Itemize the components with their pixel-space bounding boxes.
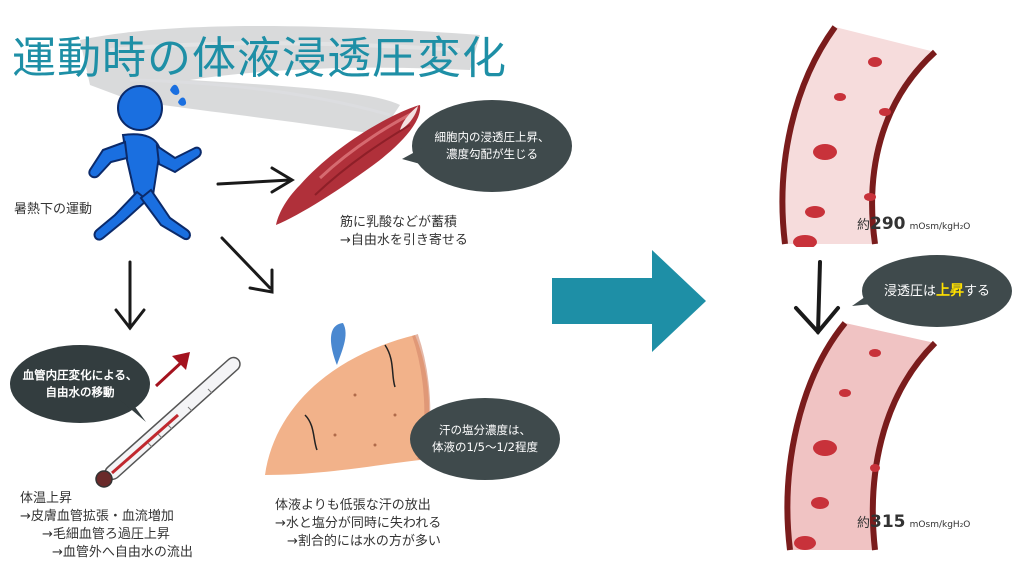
thermometer-bubble-tail	[120, 400, 146, 422]
skin-speech-bubble: 汗の塩分濃度は、体液の1/5〜1/2程度	[410, 398, 560, 480]
thermometer-caption: 体温上昇 →皮膚血管拡張・血流増加 →毛細血管ろ過圧上昇 →血管外へ自由水の流出	[20, 491, 193, 560]
osmolality-top: 約290 mOsm/kgH₂O	[857, 214, 971, 234]
muscle-speech-bubble: 細胞内の浸透圧上昇、濃度勾配が生じる	[412, 100, 572, 192]
arrow-to-muscle-and-skin	[216, 166, 295, 294]
muscle-icon	[276, 105, 421, 225]
blood-vessel-icon-top	[779, 25, 938, 247]
osmolality-rises-bubble: 浸透圧は上昇する	[862, 255, 1012, 327]
down-arrow-icon	[794, 260, 840, 336]
muscle-caption: 筋に乳酸などが蓄積→自由水を引き寄せる	[340, 215, 468, 248]
thermometer-speech-bubble: 血管内圧変化による、自由水の移動	[10, 345, 150, 423]
blood-vessel-icon-bottom	[784, 321, 938, 551]
right-bubble-tail	[852, 292, 872, 306]
osmolality-bottom: 約315 mOsm/kgH₂O	[857, 512, 971, 532]
big-right-arrow-icon	[552, 250, 706, 352]
sweat-drop-icon	[331, 323, 346, 365]
runner-caption: 暑熱下の運動	[14, 202, 93, 217]
running-person-icon	[88, 84, 202, 241]
title-brush-decoration	[80, 25, 480, 136]
skin-caption: 体液よりも低張な汗の放出 →水と塩分が同時に失われる →割合的には水の方が多い	[275, 498, 442, 549]
skin-icon	[265, 323, 431, 475]
page-title: 運動時の体液浸透圧変化	[12, 33, 507, 84]
temperature-up-arrow-icon	[154, 352, 190, 388]
arrow-to-thermometer	[114, 260, 146, 331]
sweat-drop-small	[170, 84, 180, 95]
muscle-bubble-tail	[402, 147, 424, 165]
thermometer-icon	[95, 356, 241, 488]
